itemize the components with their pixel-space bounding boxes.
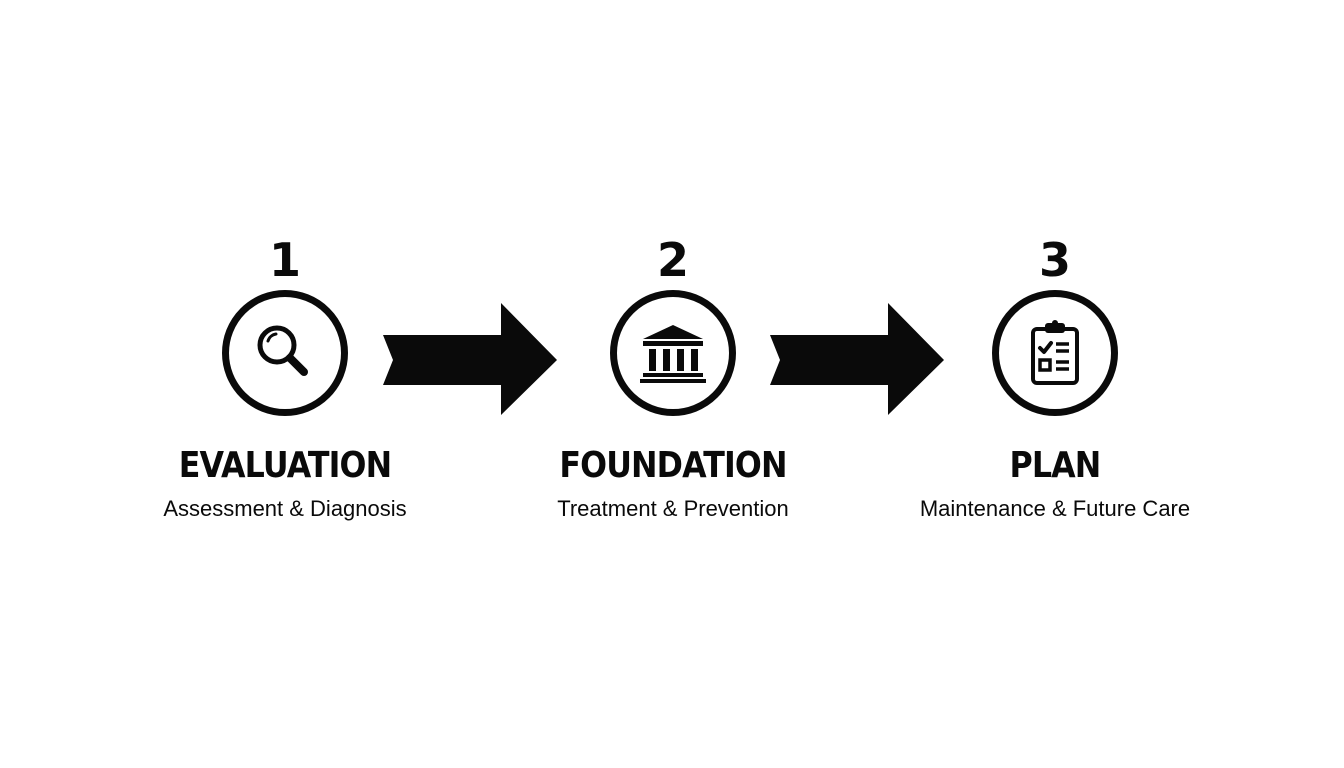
step-icon-circle: [610, 290, 736, 416]
step-number: 1: [268, 233, 301, 287]
bank-building-icon: [640, 325, 706, 383]
clipboard-checklist-icon: [1031, 320, 1079, 385]
step-number: 3: [1038, 233, 1071, 287]
step-subtitle: Maintenance & Future Care: [919, 496, 1191, 521]
magnifying-glass-icon: [257, 325, 308, 376]
step-subtitle: Treatment & Prevention: [557, 496, 789, 521]
step-foundation: 2 FOUNDATION Treatment & Prevention: [473, 232, 873, 522]
step-icon-circle: [222, 290, 348, 416]
step-number: 2: [656, 233, 689, 287]
step-evaluation: 1 EVALUATION Assessment & Diagnosis: [85, 232, 485, 522]
step-plan: 3 PLAN Maintenance & Future Care: [855, 232, 1255, 522]
right-arrow-icon: [383, 303, 557, 415]
step-subtitle: Assessment & Diagnosis: [163, 496, 407, 521]
step-title: PLAN: [1009, 445, 1102, 486]
right-arrow-icon: [770, 303, 944, 415]
step-title: FOUNDATION: [559, 445, 787, 486]
step-icon-circle: [992, 290, 1118, 416]
step-title: EVALUATION: [178, 445, 392, 486]
